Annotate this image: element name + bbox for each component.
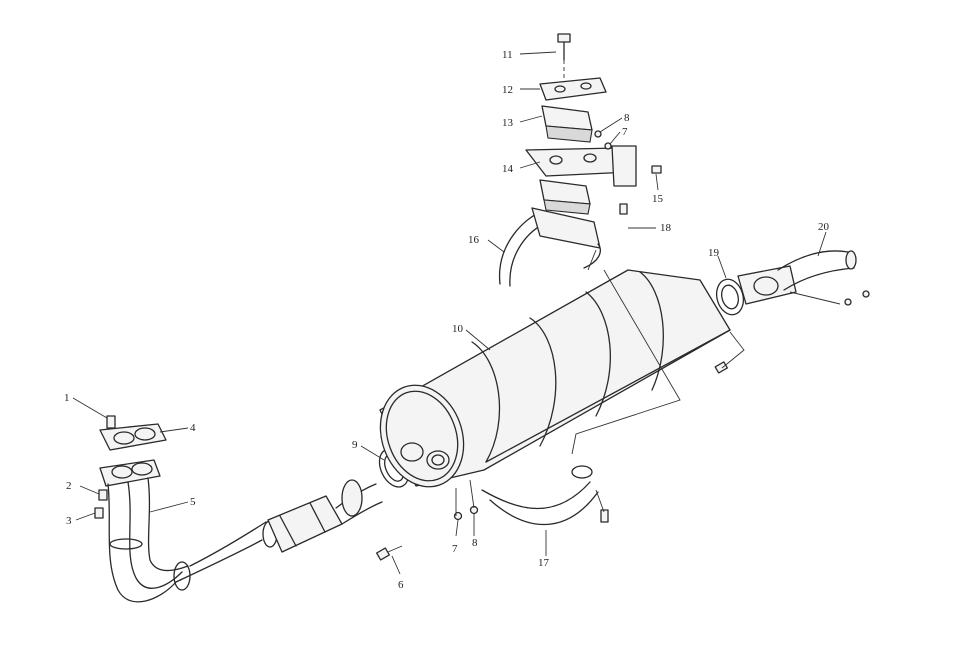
callout-2: 2 xyxy=(66,480,72,492)
mount-stack xyxy=(525,33,662,215)
strap-part-17 xyxy=(481,465,609,526)
callout-13: 13 xyxy=(502,117,514,129)
bolt-part-2 xyxy=(98,489,108,501)
front-pipe-assembly xyxy=(94,415,403,603)
callout-8-bottom: 8 xyxy=(472,537,478,549)
silencer-part-10 xyxy=(379,269,731,488)
callout-3: 3 xyxy=(66,515,72,527)
rubber-block-lower xyxy=(539,179,591,215)
washer-plate-part-12 xyxy=(539,77,607,101)
callout-20: 20 xyxy=(818,221,830,233)
rubber-block-part-13 xyxy=(541,105,593,143)
callout-15: 15 xyxy=(652,193,664,205)
bolt-part-6 xyxy=(376,545,403,561)
mount-bracket-part-14 xyxy=(525,145,637,187)
callout-9: 9 xyxy=(352,439,358,451)
callout-4: 4 xyxy=(190,422,196,434)
callout-leaders xyxy=(72,51,827,575)
callout-17: 17 xyxy=(538,557,550,569)
callout-18: 18 xyxy=(660,222,672,234)
strap-part-16 xyxy=(498,207,601,287)
tailpipe-part-20 xyxy=(737,250,870,306)
bolt-part-18 xyxy=(619,203,628,215)
callout-19: 19 xyxy=(708,247,720,259)
callout-labels: 1 2 3 4 5 6 7 8 9 10 11 12 13 8 7 14 15 … xyxy=(64,49,830,591)
bolt-part-3 xyxy=(94,507,104,519)
downpipe-flange xyxy=(99,459,161,487)
callout-6: 6 xyxy=(398,579,404,591)
callout-7-bottom: 7 xyxy=(452,543,458,555)
callout-1: 1 xyxy=(64,392,70,404)
washer-part-8-top xyxy=(594,130,602,138)
callout-7-top: 7 xyxy=(622,126,628,138)
nut-part-7-top xyxy=(604,142,612,150)
gasket-part-4 xyxy=(99,423,167,451)
callout-14: 14 xyxy=(502,163,514,175)
intermediate-pipe xyxy=(175,479,383,583)
rear-bolt xyxy=(714,361,728,374)
callout-11: 11 xyxy=(502,49,513,61)
downpipe-part-5 xyxy=(107,477,191,603)
callout-16: 16 xyxy=(468,234,480,246)
callout-12: 12 xyxy=(502,84,513,96)
callout-5: 5 xyxy=(190,496,196,508)
assembly-lines xyxy=(455,60,841,516)
bolt-part-15 xyxy=(651,165,662,174)
callout-10: 10 xyxy=(452,323,464,335)
bolt-part-11 xyxy=(557,33,571,61)
callout-8-top: 8 xyxy=(624,112,630,124)
